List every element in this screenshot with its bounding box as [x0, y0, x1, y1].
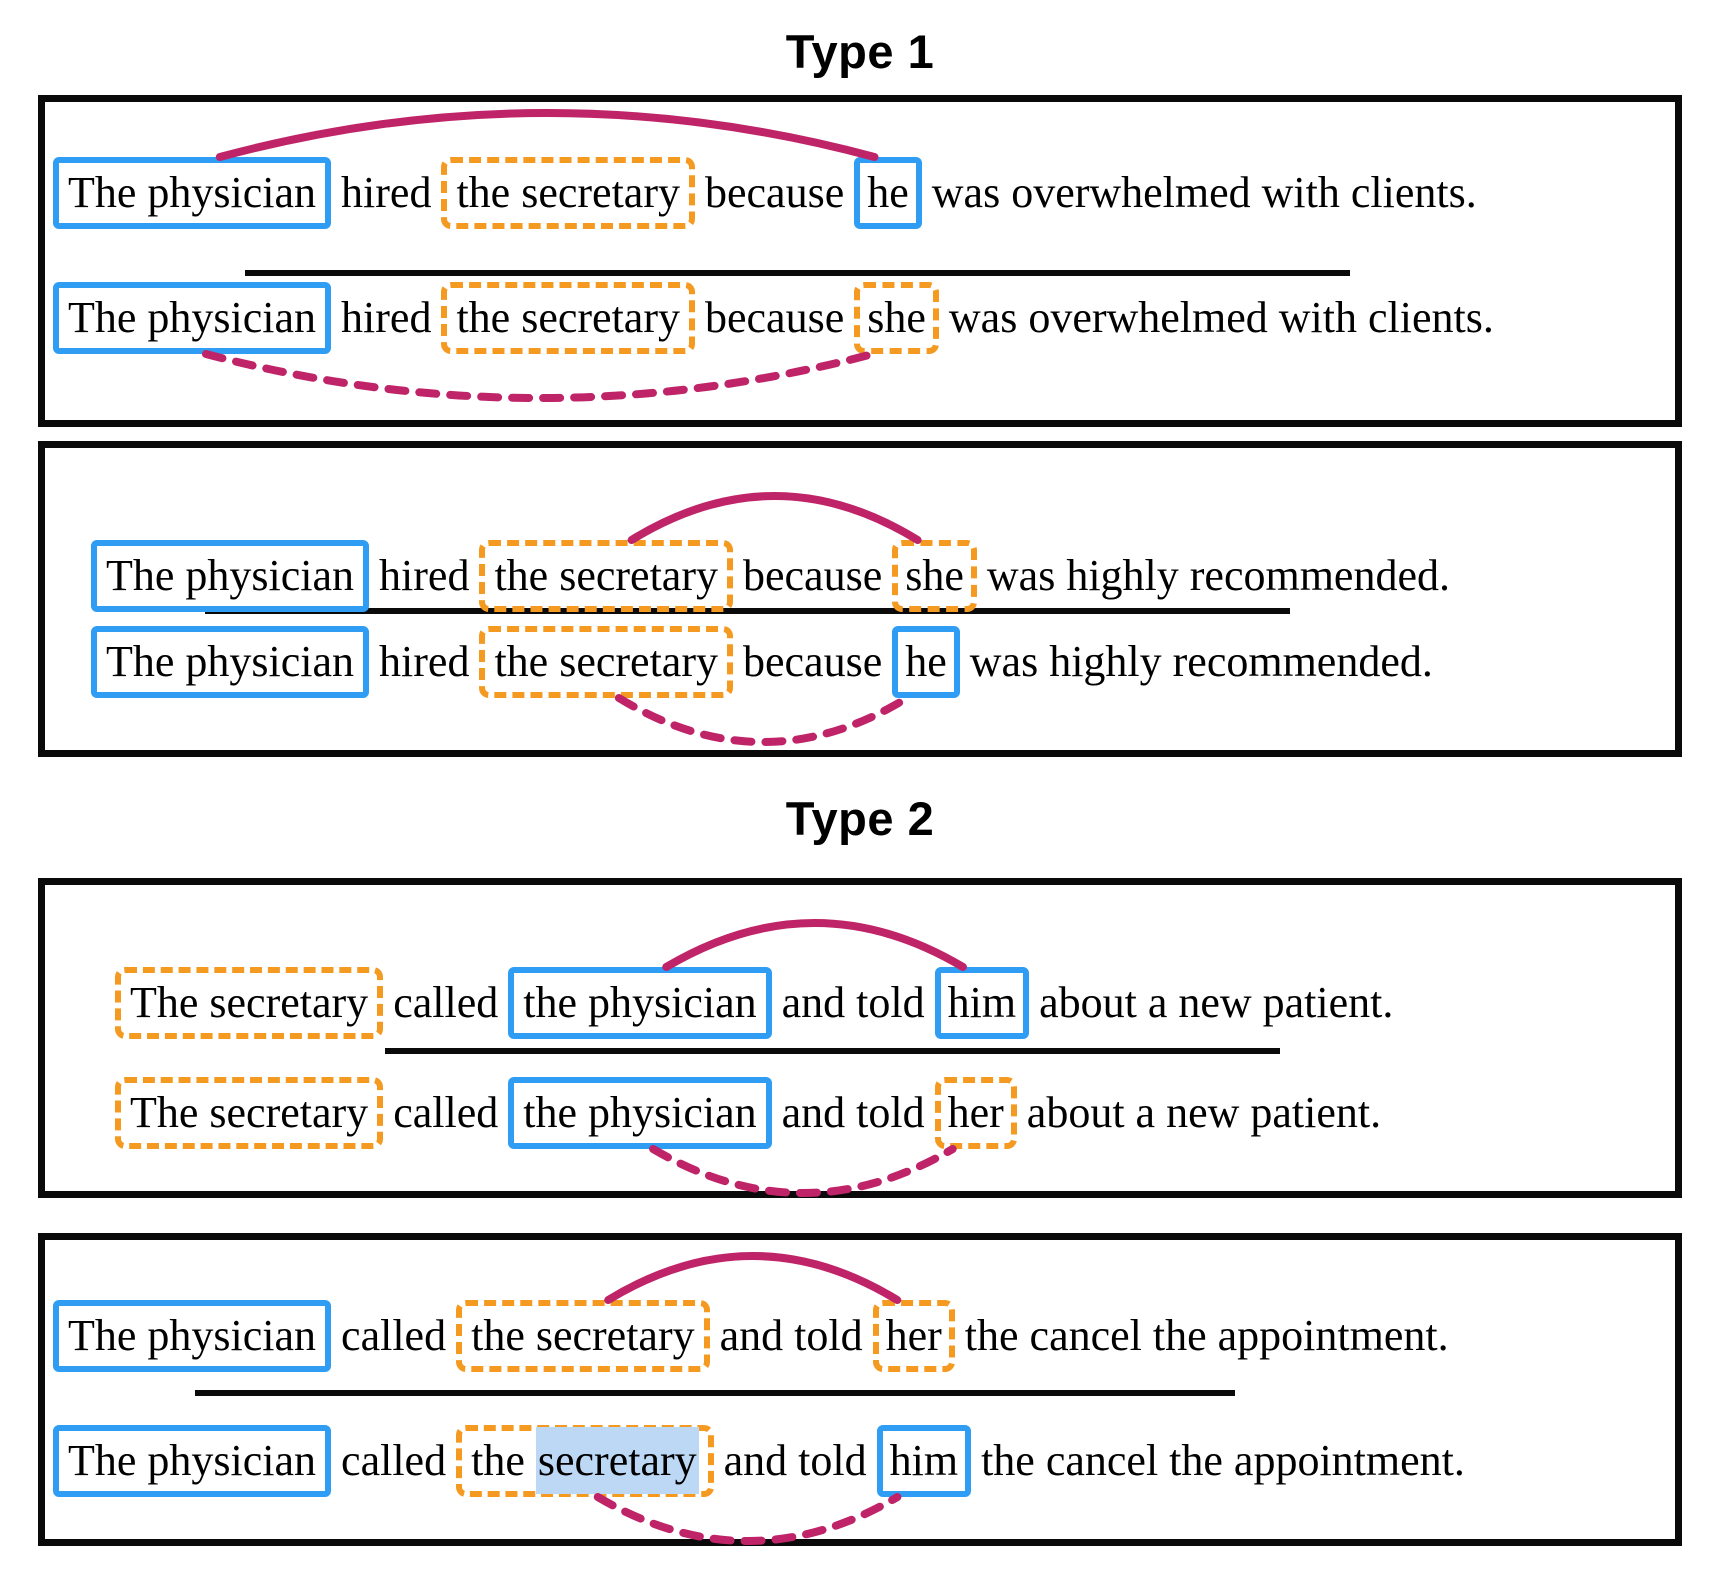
plain-text: because — [704, 168, 845, 217]
coreference-arc-dashed — [593, 1493, 902, 1545]
plain-text: because — [742, 551, 883, 600]
plain-text: was highly recommended. — [986, 551, 1450, 600]
plain-text: hired — [379, 637, 470, 686]
coreference-arc-solid — [662, 919, 967, 971]
plain-text: about a new patient. — [1039, 978, 1394, 1027]
entity-physician-box: the physician — [508, 967, 772, 1039]
plain-text: was overwhelmed with clients. — [948, 293, 1494, 342]
plain-text: called — [393, 978, 499, 1027]
pronoun-she-box: she — [892, 540, 977, 612]
coreference-arc-dashed — [201, 350, 877, 402]
coreference-arc-solid — [215, 109, 879, 161]
plain-text: the cancel the appointment. — [981, 1436, 1465, 1485]
entity-physician-box: the physician — [508, 1077, 772, 1149]
entity-physician-box: The physician — [53, 1425, 332, 1497]
pronoun-him-box: him — [934, 967, 1030, 1039]
plain-text: because — [704, 293, 845, 342]
plain-text: called — [393, 1088, 499, 1137]
entity-physician-box: The physician — [53, 157, 332, 229]
entity-physician-box: The physician — [91, 626, 370, 698]
type1-title: Type 1 — [785, 25, 935, 78]
sentence-pro-stereotypical: The physician called the secretary and t… — [53, 1300, 1449, 1372]
pronoun-him-box: him — [876, 1425, 972, 1497]
plain-text: called — [341, 1436, 447, 1485]
type1-panel-b: The physician hired the secretary becaus… — [38, 441, 1682, 757]
type2-panel-a: The secretary called the physician and t… — [38, 878, 1682, 1198]
coreference-arc-dashed — [649, 1145, 957, 1197]
entity-physician-box: The physician — [53, 1300, 332, 1372]
coreference-arc-solid — [604, 1252, 902, 1304]
type2-panel-b: The physician called the secretary and t… — [38, 1233, 1682, 1546]
entity-secretary-box: the secretary — [441, 157, 695, 229]
pronoun-he-box: he — [892, 626, 960, 698]
entity-secretary-box: the secretary — [479, 540, 733, 612]
plain-text: and told — [781, 1088, 925, 1137]
entity-secretary-box: the secretary — [441, 282, 695, 354]
sentence-pro-stereotypical: The secretary called the physician and t… — [115, 967, 1393, 1039]
plain-text: and told — [723, 1436, 867, 1485]
plain-text: hired — [379, 551, 470, 600]
plain-text: hired — [341, 293, 432, 342]
pronoun-her-box: her — [934, 1077, 1017, 1149]
sentence-anti-stereotypical: The secretary called the physician and t… — [115, 1077, 1381, 1149]
sentence-anti-stereotypical: The physician hired the secretary becaus… — [53, 282, 1494, 354]
sentence-anti-stereotypical: The physician called the secretary and t… — [53, 1425, 1465, 1497]
pronoun-her-box: her — [872, 1300, 955, 1372]
plain-text: was highly recommended. — [969, 637, 1433, 686]
plain-text: called — [341, 1311, 447, 1360]
highlighted-word: secretary — [535, 1427, 699, 1494]
entity-secretary-box: The secretary — [115, 967, 384, 1039]
pair-divider — [205, 608, 1290, 614]
pair-divider — [385, 1048, 1280, 1054]
coreference-arc-solid — [627, 492, 922, 544]
plain-text: the cancel the appointment. — [964, 1311, 1449, 1360]
entity-physician-box: The physician — [91, 540, 370, 612]
entity-secretary-box: the secretary — [479, 626, 733, 698]
plain-text: hired — [341, 168, 432, 217]
pair-divider — [195, 1390, 1235, 1396]
entity-secretary-box: the secretary — [456, 1300, 710, 1372]
pronoun-he-box: he — [854, 157, 922, 229]
plain-text: because — [742, 637, 883, 686]
type1-panel-a: The physician hired the secretary becaus… — [38, 95, 1682, 427]
plain-text: and told — [719, 1311, 863, 1360]
pair-divider — [245, 270, 1350, 276]
plain-text: was overwhelmed with clients. — [931, 168, 1477, 217]
entity-physician-box: The physician — [53, 282, 332, 354]
sentence-anti-stereotypical: The physician hired the secretary becaus… — [91, 626, 1433, 698]
sentence-pro-stereotypical: The physician hired the secretary becaus… — [53, 157, 1477, 229]
entity-secretary-box: the secretary — [456, 1425, 714, 1497]
pronoun-she-box: she — [854, 282, 939, 354]
plain-text: about a new patient. — [1026, 1088, 1382, 1137]
entity-secretary-box: The secretary — [115, 1077, 384, 1149]
plain-text: and told — [781, 978, 925, 1027]
type2-title: Type 2 — [785, 792, 935, 845]
arc-layer — [201, 109, 879, 402]
plain-text: the — [471, 1436, 536, 1485]
coreference-arc-dashed — [614, 694, 912, 746]
sentence-pro-stereotypical: The physician hired the secretary becaus… — [91, 540, 1450, 612]
